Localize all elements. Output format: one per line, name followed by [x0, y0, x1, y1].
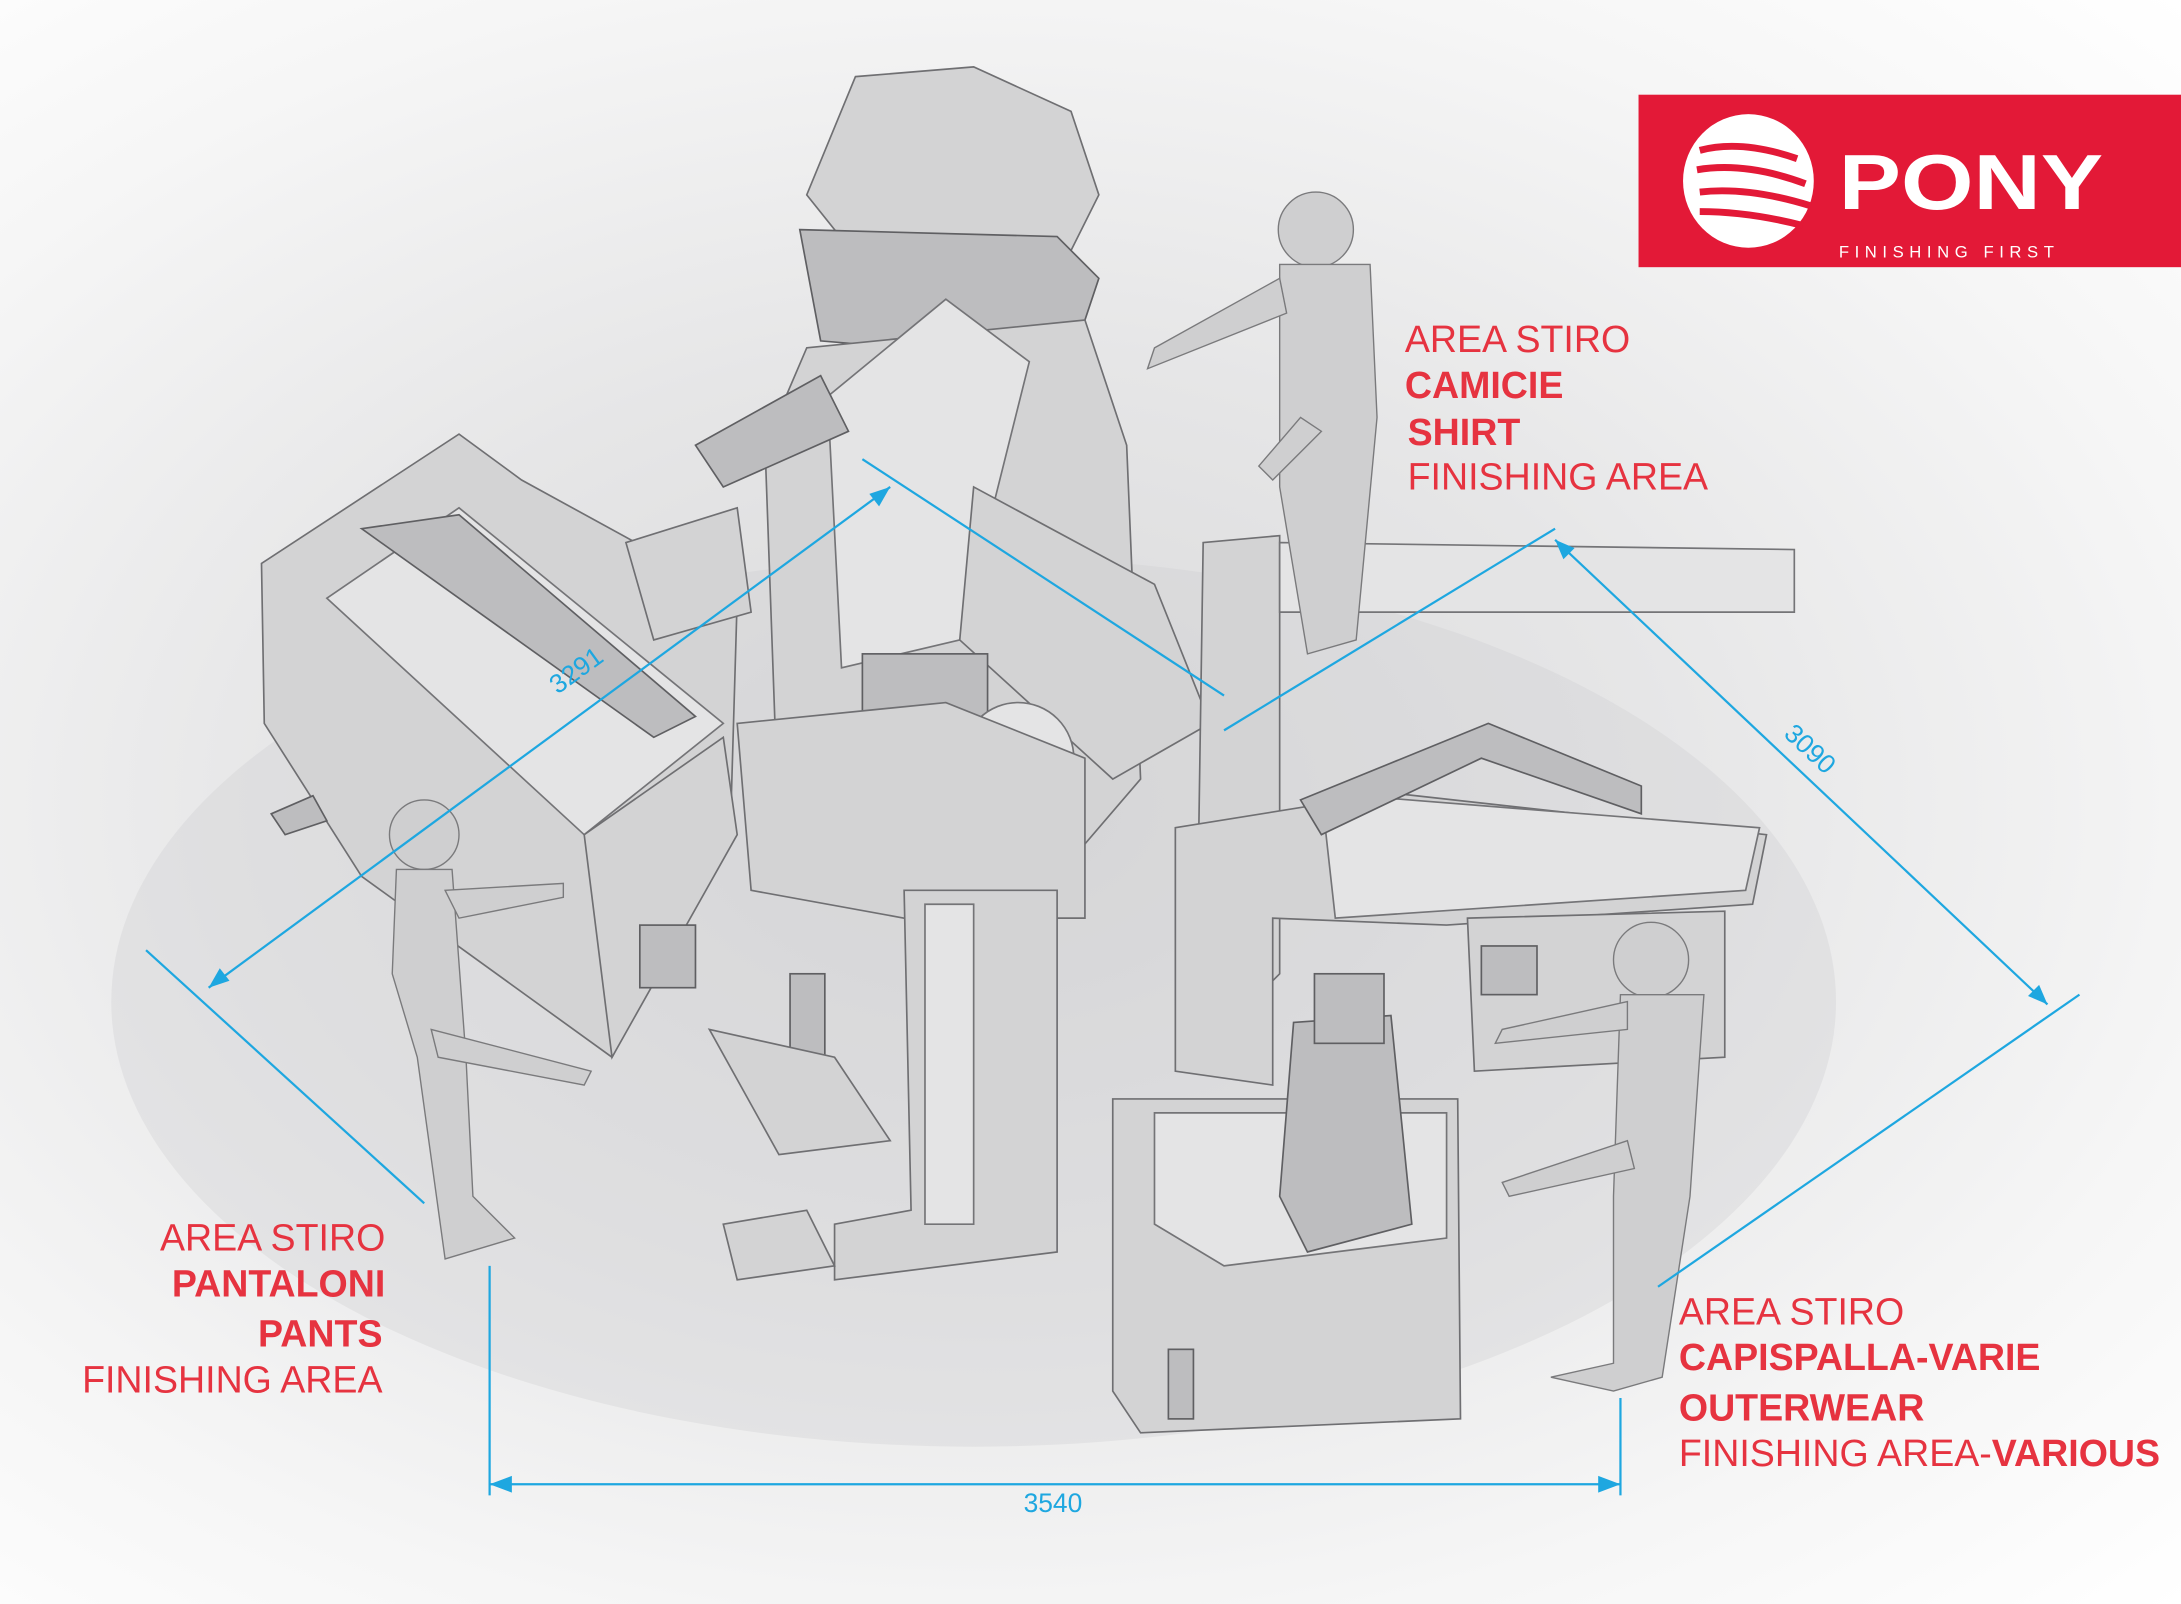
logo-wordmark: PONY — [1839, 138, 2103, 226]
label-line: FINISHING AREA- — [1679, 1432, 1992, 1474]
label-pants-area: AREA STIRO PANTALONI PANTS FINISHING ARE… — [82, 1217, 385, 1401]
dimension-3540: 3540 — [488, 1265, 1622, 1518]
label-line: AREA STIRO — [1679, 1290, 1904, 1332]
label-line: PANTS — [258, 1313, 382, 1355]
label-line-bold: VARIOUS — [1992, 1432, 2160, 1474]
label-line: CAPISPALLA-VARIE — [1679, 1336, 2041, 1378]
operator-outerwear — [1494, 921, 1705, 1392]
outerwear-finisher — [1111, 972, 1462, 1434]
logo-tagline: FINISHING FIRST — [1839, 242, 2060, 261]
operator-pants — [388, 799, 593, 1260]
label-line: SHIRT — [1408, 411, 1521, 453]
pony-logo: PONY FINISHING FIRST — [1638, 94, 2181, 268]
label-line: AREA STIRO — [160, 1217, 385, 1259]
label-line: PANTALONI — [172, 1262, 385, 1304]
svg-text:FINISHING AREA-VARIOUS: FINISHING AREA-VARIOUS — [1679, 1432, 2160, 1474]
operator-shirt — [1146, 191, 1378, 655]
label-line: FINISHING AREA — [82, 1358, 382, 1400]
dimension-label-3090: 3090 — [1778, 718, 1841, 780]
label-line: FINISHING AREA — [1408, 456, 1708, 498]
label-line: CAMICIE — [1405, 364, 1564, 406]
pants-topper — [707, 701, 1086, 1281]
pants-ironing-table — [260, 433, 753, 1060]
dimension-label-3540: 3540 — [1024, 1488, 1083, 1518]
label-line: AREA STIRO — [1405, 318, 1630, 360]
label-line: OUTERWEAR — [1679, 1386, 1924, 1428]
label-shirt-area: AREA STIRO CAMICIE SHIRT FINISHING AREA — [1405, 318, 1708, 498]
label-outerwear-area: AREA STIRO CAPISPALLA-VARIE OUTERWEAR FI… — [1679, 1290, 2160, 1474]
